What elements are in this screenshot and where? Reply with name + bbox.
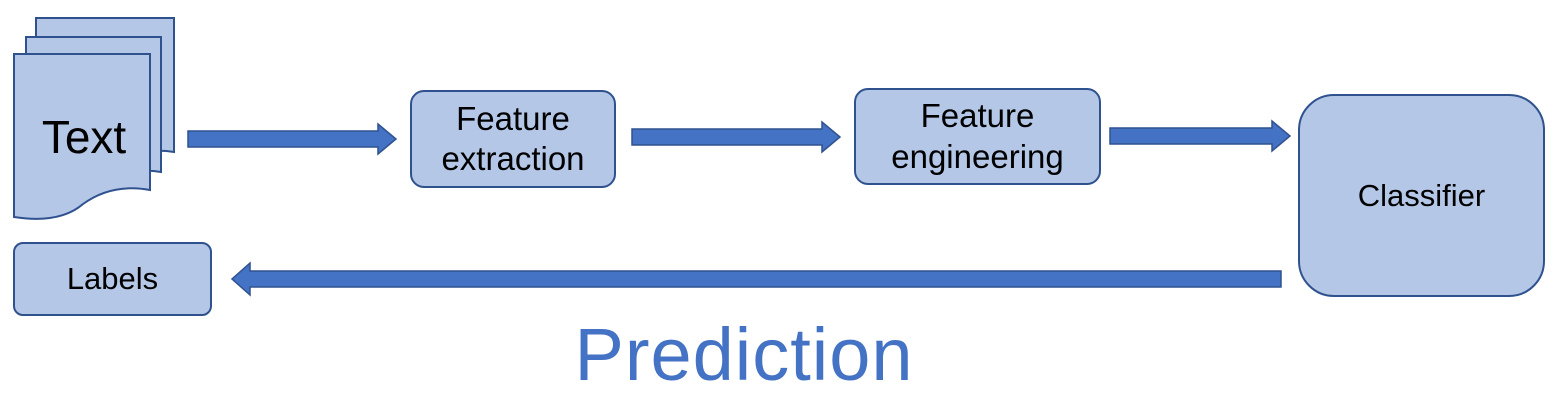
classifier-node: Classifier: [1298, 94, 1545, 297]
feature-engineering-line1: Feature: [920, 97, 1035, 135]
feature-engineering-node: Feature engineering: [854, 88, 1101, 185]
arrow-engineering-to-classifier: [1109, 119, 1292, 153]
feature-extraction-line2: extraction: [441, 140, 585, 177]
classifier-label: Classifier: [1357, 177, 1486, 213]
feature-extraction-node: Feature extraction: [410, 90, 616, 188]
document-page-front: [13, 53, 151, 220]
labels-label: Labels: [66, 261, 159, 297]
arrow-extraction-to-engineering: [631, 120, 842, 154]
feature-engineering-line2: engineering: [891, 137, 1064, 175]
document-stack-icon: [13, 17, 175, 220]
arrow-classifier-to-labels: [230, 261, 1282, 297]
feature-extraction-line1: Feature: [456, 99, 570, 137]
document-text-label: Text: [41, 111, 127, 163]
diagram-title: Prediction: [574, 313, 914, 396]
labels-node: Labels: [13, 242, 212, 316]
arrow-text-to-extraction: [187, 122, 398, 156]
